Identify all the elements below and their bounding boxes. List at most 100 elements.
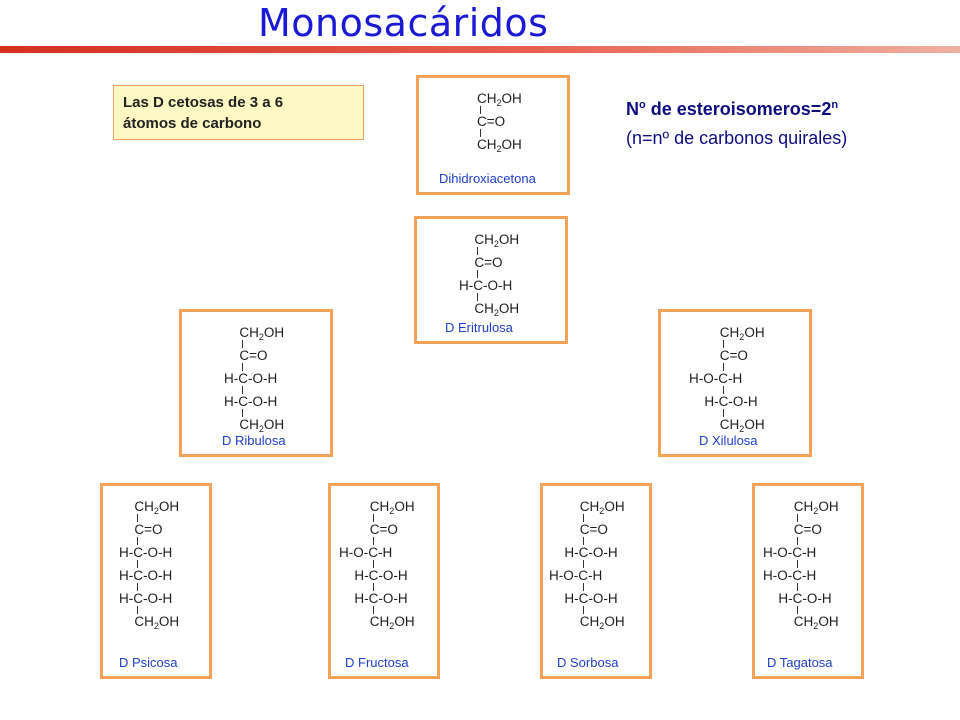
formula-row: CH2OH: [477, 91, 522, 109]
bond-line: [224, 407, 277, 418]
bond-line: [549, 512, 602, 523]
sugar-name: D Xilulosa: [699, 433, 758, 448]
bond-line: [119, 558, 172, 569]
info-box: Las D cetosas de 3 a 6 átomos de carbono: [113, 85, 364, 140]
formula-row: CH2OH: [369, 499, 415, 517]
formula-row: H-C-O-H: [564, 545, 618, 560]
formula-row: CH2OH: [719, 417, 765, 435]
bond-line: [339, 604, 392, 615]
sugar-name: D Fructosa: [345, 655, 409, 670]
formula-row: C=O: [134, 522, 163, 537]
formula-row: CH2OH: [793, 499, 839, 517]
formula-row: H-O-C-H: [689, 371, 743, 386]
bond-line: [339, 581, 392, 592]
bond-line: [763, 535, 816, 546]
formula-exponent: n: [831, 99, 839, 111]
formula-line-1: No de esteroisomeros=2n: [626, 91, 847, 124]
bond-line: [339, 512, 392, 523]
formula-row: H-C-O-H: [119, 545, 173, 560]
formula-row: H-O-C-H: [763, 568, 817, 583]
bond-line: [459, 291, 512, 302]
bond-line: [549, 535, 602, 546]
formula-row: C=O: [369, 522, 398, 537]
formula-row: H-C-O-H: [354, 568, 408, 583]
formula-o: o: [639, 99, 646, 111]
bond-line: [119, 604, 172, 615]
formula-row: H-C-O-H: [459, 278, 513, 293]
bond-line: [459, 268, 512, 279]
sugar-name: D Eritrulosa: [445, 320, 513, 335]
formula-row: H-C-O-H: [704, 394, 758, 409]
structural-formula: CH2OH C=O CH2OH: [477, 91, 522, 155]
formula-row: CH2OH: [477, 137, 522, 155]
formula-row: C=O: [474, 255, 503, 270]
formula-line-2: (n=nº de carbonos quirales): [626, 128, 848, 148]
bond-line: [549, 604, 602, 615]
bond-line: [689, 384, 742, 395]
formula-row: H-C-O-H: [119, 591, 173, 606]
sugar-name: D Sorbosa: [557, 655, 619, 670]
bond-line: [763, 512, 816, 523]
bond-line: [763, 558, 816, 569]
formula-row: C=O: [793, 522, 822, 537]
structural-formula: CH2OH C=O H-C-O-H H-O-C-H H-C-O-H CH2OH: [549, 500, 625, 632]
bond-line: [549, 581, 602, 592]
sugar-name: Dihidroxiacetona: [439, 171, 536, 186]
bond-line: [689, 338, 742, 349]
formula-row: CH2OH: [134, 614, 180, 632]
formula-row: H-C-O-H: [354, 591, 408, 606]
formula-row: C=O: [719, 348, 748, 363]
bond-line: [224, 338, 277, 349]
formula-row: H-C-O-H: [564, 591, 618, 606]
bond-line: [763, 604, 816, 615]
bond-line: [224, 384, 277, 395]
formula-row: CH2OH: [474, 232, 520, 250]
title-underline: [0, 46, 960, 53]
structural-formula: CH2OH C=O H-O-C-H H-C-O-H CH2OH: [689, 326, 765, 435]
bond-line: [763, 581, 816, 592]
structure-box-dihidroxiacetona: CH2OH C=O CH2OH Dihidroxiacetona: [416, 75, 570, 195]
stereoisomer-formula: No de esteroisomeros=2n (n=nº de carbono…: [626, 91, 847, 153]
formula-row: C=O: [239, 348, 268, 363]
formula-row: C=O: [477, 114, 506, 129]
formula-row: C=O: [579, 522, 608, 537]
info-line-1: Las D cetosas de 3 a 6: [123, 94, 284, 111]
formula-row: CH2OH: [579, 614, 625, 632]
bond-line: [119, 512, 172, 523]
structure-box-d-sorbosa: CH2OH C=O H-C-O-H H-O-C-H H-C-O-H CH2OH D Sorb…: [540, 483, 652, 679]
bond-line: [224, 361, 277, 372]
formula-n: N: [626, 99, 639, 119]
bond-line: [549, 558, 602, 569]
formula-row: H-O-C-H: [549, 568, 603, 583]
formula-row: H-C-O-H: [224, 394, 278, 409]
formula-row: CH2OH: [719, 325, 765, 343]
structural-formula: CH2OH C=O H-C-O-H CH2OH: [459, 233, 519, 319]
info-line-2: átomos de carbono: [123, 115, 262, 132]
formula-rest: de esteroisomeros=2: [645, 99, 832, 119]
formula-row: H-C-O-H: [119, 568, 173, 583]
bond-line: [119, 535, 172, 546]
bond-line: [477, 127, 522, 138]
bond-line: [689, 361, 742, 372]
formula-row: CH2OH: [579, 499, 625, 517]
bond-line: [339, 535, 392, 546]
formula-row: H-C-O-H: [224, 371, 278, 386]
bond-line: [459, 245, 512, 256]
formula-row: H-C-O-H: [778, 591, 832, 606]
bond-line: [339, 558, 392, 569]
formula-row: CH2OH: [474, 301, 520, 319]
bond-line: [119, 581, 172, 592]
bond-line: [477, 104, 522, 115]
formula-row: CH2OH: [369, 614, 415, 632]
sugar-name: D Psicosa: [119, 655, 178, 670]
bond-line: [689, 407, 742, 418]
sugar-name: D Ribulosa: [222, 433, 286, 448]
